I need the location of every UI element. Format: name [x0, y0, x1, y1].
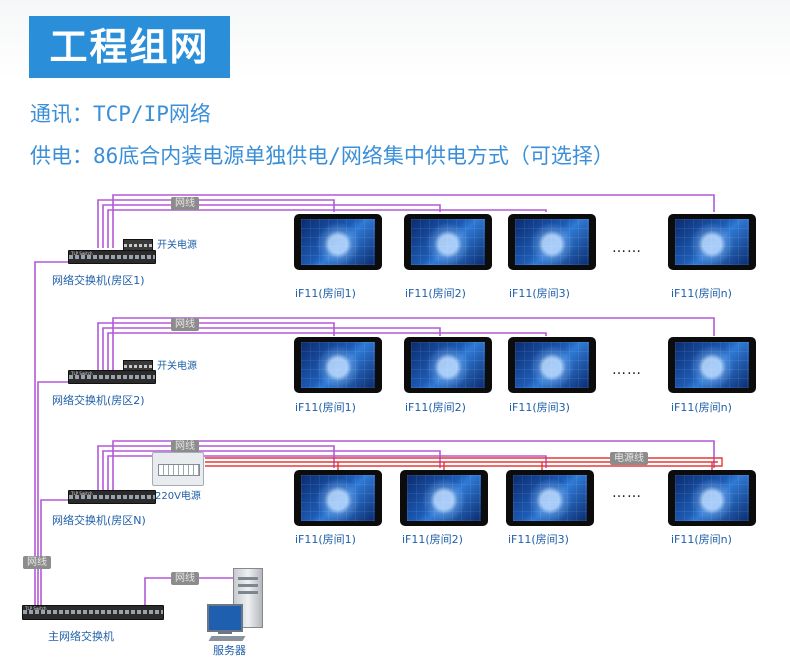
- cable-z1-c: [107, 209, 547, 248]
- panel-label: iF11(房间n): [671, 401, 732, 414]
- panel-device: [508, 337, 596, 393]
- cable-z1-a: [97, 199, 335, 248]
- server-label: 服务器: [213, 644, 246, 657]
- switching-psu-icon: [123, 360, 153, 372]
- server-cable: [144, 577, 233, 611]
- panel-label: iF11(房间3): [509, 287, 570, 300]
- monitor-stand-icon: [218, 630, 232, 634]
- panel-label: iF11(房间1): [295, 533, 356, 546]
- ellipsis: ……: [612, 485, 642, 501]
- cable-z2-b: [102, 327, 441, 370]
- cable-z2-d: [112, 317, 715, 370]
- comm-line: 通讯：TCP/IP网络: [30, 102, 211, 126]
- switch-label: 网络交换机(房区1): [52, 274, 145, 287]
- psu-label: 开关电源: [157, 361, 197, 372]
- cable-z1-b: [102, 204, 441, 248]
- main-switch-label: 主网络交换机: [48, 630, 114, 643]
- cable-zn-b: [102, 450, 441, 492]
- panel-label: iF11(房间3): [508, 533, 569, 546]
- backbone-cable-1: [34, 261, 68, 610]
- cable-tag: 网线: [171, 440, 199, 453]
- panel-label: iF11(房间2): [405, 287, 466, 300]
- panel-label: iF11(房间2): [405, 401, 466, 414]
- cable-tag: 网线: [171, 197, 199, 210]
- psu-label: 220V电源: [155, 491, 201, 502]
- ellipsis: ……: [612, 362, 642, 378]
- panel-device: [668, 337, 756, 393]
- panel-device: [508, 214, 596, 270]
- cable-z2-c: [107, 332, 547, 370]
- panel-label: iF11(房间2): [402, 533, 463, 546]
- power-line: 供电：86底合内装电源单独供电/网络集中供电方式（可选择）: [30, 144, 614, 168]
- panel-label: iF11(房间3): [509, 401, 570, 414]
- panel-label: iF11(房间1): [295, 401, 356, 414]
- psu-label: 开关电源: [157, 240, 197, 251]
- panel-device: [506, 470, 594, 526]
- cable-z2-a: [97, 322, 335, 370]
- panel-label: iF11(房间n): [671, 287, 732, 300]
- panel-device: [294, 337, 382, 393]
- main-switch-icon: TLP Switch: [22, 605, 164, 620]
- panel-device: [404, 337, 492, 393]
- power-cable-1: [205, 457, 723, 467]
- breaker-box-icon: [152, 452, 204, 486]
- cable-zn-a: [97, 445, 335, 492]
- panel-device: [668, 470, 756, 526]
- keyboard-icon: [208, 636, 246, 641]
- monitor-icon: [207, 604, 243, 632]
- network-switch-icon: TLP Switch: [68, 490, 156, 504]
- switch-label: 网络交换机(房区2): [52, 394, 145, 407]
- panel-device: [400, 470, 488, 526]
- network-switch-icon: TLP Switch: [68, 370, 156, 384]
- panel-device: [404, 214, 492, 270]
- network-switch-icon: TLP Switch: [68, 250, 156, 264]
- panel-device: [668, 214, 756, 270]
- backbone-cable-2: [37, 381, 68, 610]
- panel-device: [294, 214, 382, 270]
- cable-tag: 网线: [171, 318, 199, 331]
- panel-label: iF11(房间n): [671, 533, 732, 546]
- switch-label: 网络交换机(房区N): [52, 514, 146, 527]
- backbone-cable-3: [40, 499, 68, 610]
- cable-tag: 网线: [23, 556, 51, 569]
- panel-label: iF11(房间1): [295, 287, 356, 300]
- cable-z1-d: [112, 194, 715, 248]
- panel-device: [294, 470, 382, 526]
- cable-tag: 网线: [171, 572, 199, 585]
- ellipsis: ……: [612, 240, 642, 256]
- power-cable-tag: 电源线: [610, 452, 648, 465]
- page-title: 工程组网: [29, 16, 230, 78]
- cable-zn-d: [112, 440, 715, 492]
